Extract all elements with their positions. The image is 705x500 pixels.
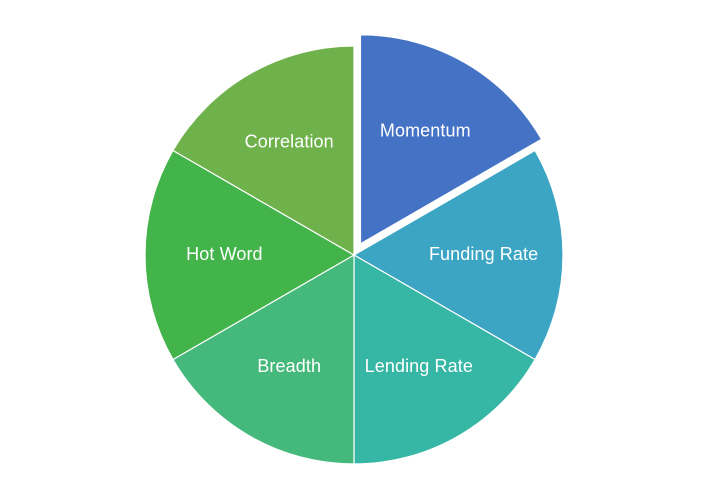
pie-slice-lending-rate[interactable] xyxy=(353,254,536,465)
pie-slice-hot-word[interactable] xyxy=(144,149,355,361)
pie-label-lending-rate: Lending Rate xyxy=(365,356,473,376)
pie-label-funding-rate: Funding Rate xyxy=(429,244,538,264)
pie-slice-funding-rate[interactable] xyxy=(353,149,564,361)
pie-label-correlation: Correlation xyxy=(245,132,334,152)
pie-slice-group xyxy=(144,34,564,465)
pie-label-breadth: Breadth xyxy=(257,356,321,376)
pie-slice-momentum[interactable] xyxy=(359,34,543,245)
pie-label-hot-word: Hot Word xyxy=(186,244,263,264)
pie-label-momentum: Momentum xyxy=(380,120,471,140)
pie-slice-correlation[interactable] xyxy=(172,45,355,256)
pie-slice-breadth[interactable] xyxy=(172,254,355,465)
